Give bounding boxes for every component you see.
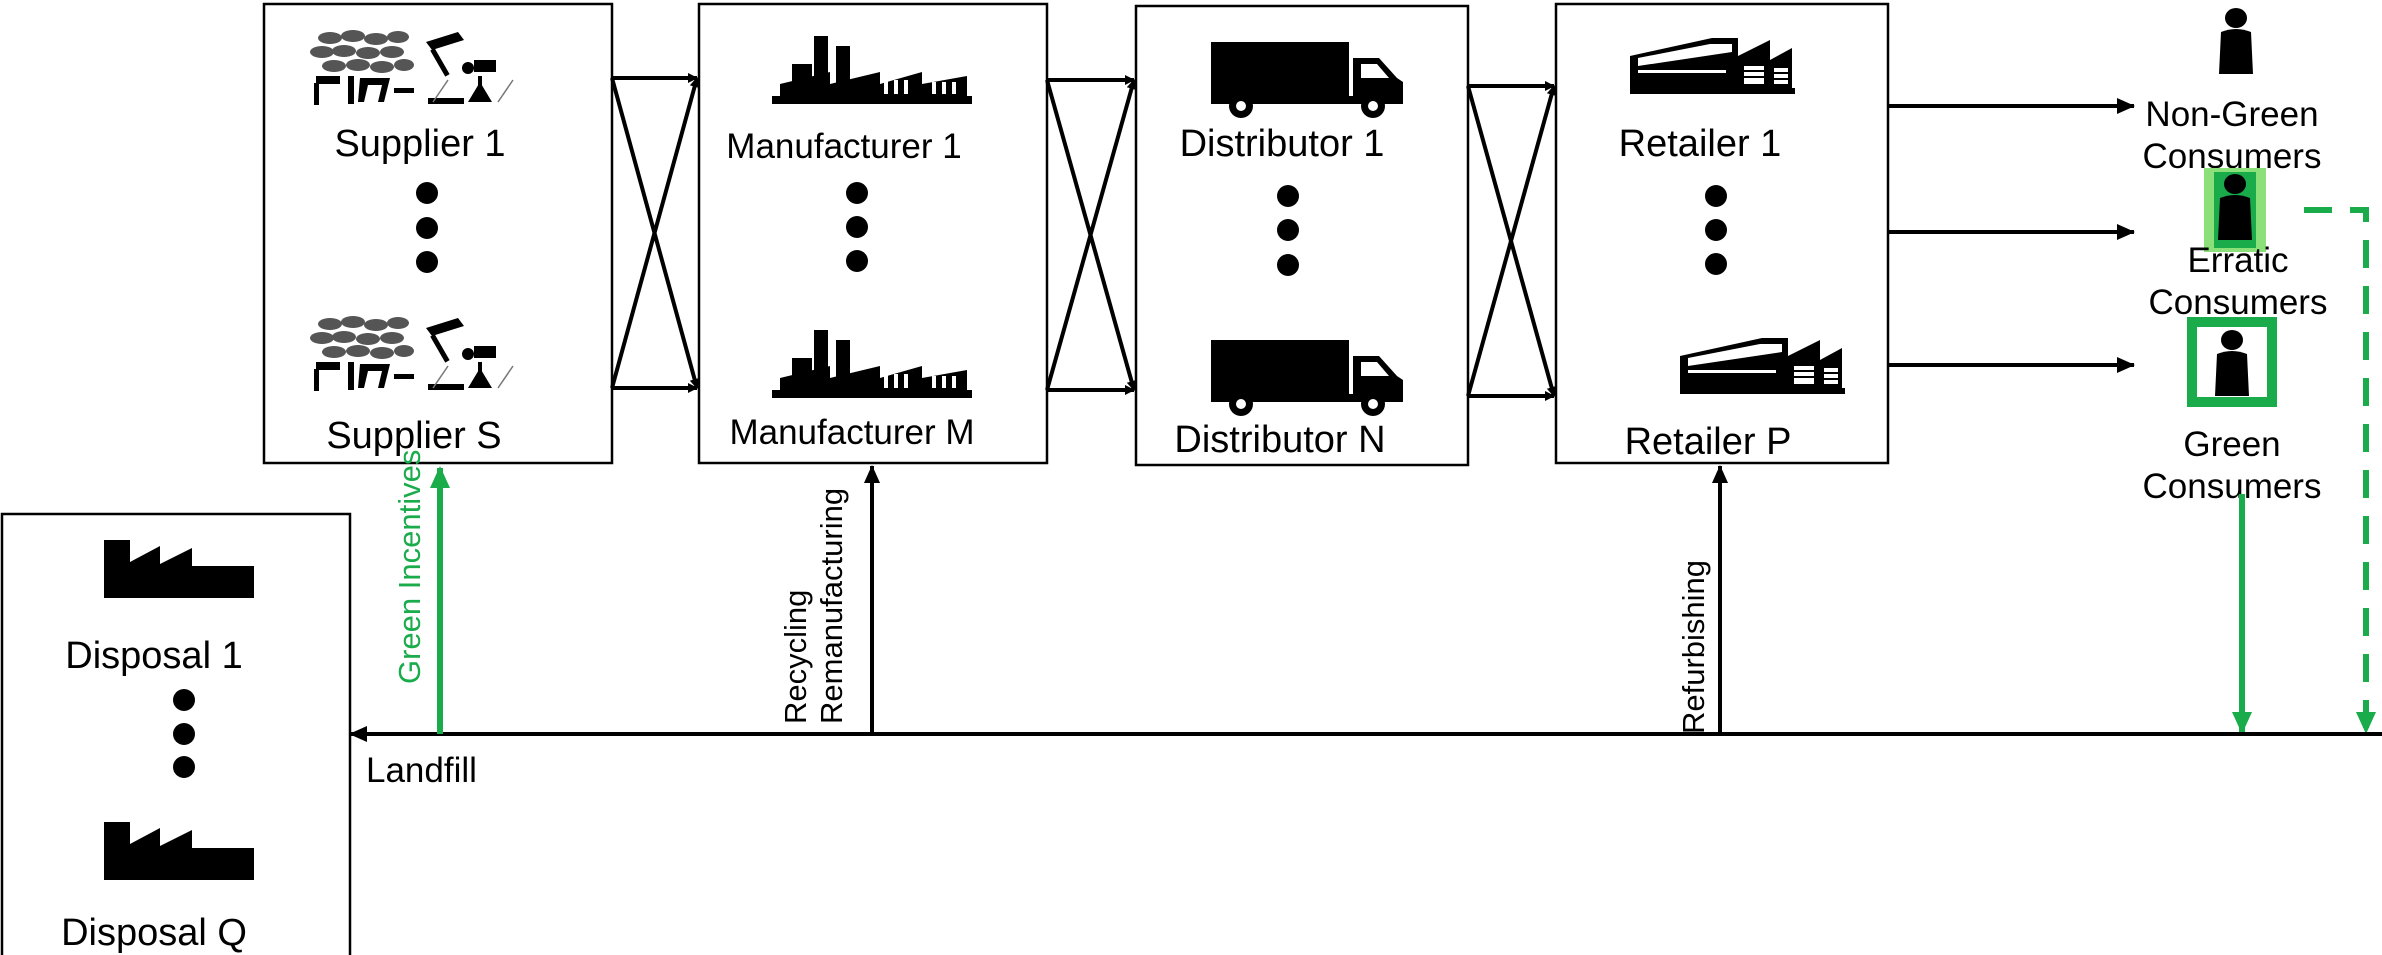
distributor-retailer-links [1468,86,1554,396]
recycling-label: Recycling [778,590,813,724]
erratic-consumers-line2: Consumers [2149,283,2328,322]
non-green-consumer-icon [2219,8,2253,74]
retailer-top-label: Retailer 1 [1619,123,1782,165]
erratic-consumer-icon [2204,168,2266,252]
non-green-consumers-line1: Non-Green [2145,95,2318,134]
retailer-ellipsis [1705,185,1727,275]
manufacturer-top-label: Manufacturer 1 [726,127,961,166]
distributor-top-label: Distributor 1 [1180,123,1385,165]
erratic-consumers-line1: Erratic [2187,241,2288,280]
retailer-bottom-label: Retailer P [1625,421,1792,463]
green-consumers-line1: Green [2183,425,2280,464]
manufacturer-bottom-label: Manufacturer M [729,413,974,452]
retailer-consumer-links [1888,106,2134,365]
distributor-bottom-label: Distributor N [1174,419,1385,461]
manufacturer-ellipsis [846,182,868,272]
supplier-top-label: Supplier 1 [334,123,505,165]
supplier-manufacturer-links [612,78,697,388]
supplier-ellipsis [416,182,438,273]
remanufacturing-label: Remanufacturing [814,488,849,724]
green-consumer-icon [2192,322,2272,402]
green-consumers-line2: Consumers [2143,467,2322,506]
disposal-ellipsis [173,689,195,778]
supplier-box [264,4,612,463]
refurbishing-label: Refurbishing [1676,560,1711,734]
distributor-ellipsis [1277,185,1299,276]
disposal-top-label: Disposal 1 [65,635,242,677]
manufacturer-distributor-links [1047,80,1134,390]
disposal-bottom-label: Disposal Q [61,912,247,954]
landfill-label: Landfill [366,751,477,790]
green-incentives-label: Green Incentives [392,450,427,684]
